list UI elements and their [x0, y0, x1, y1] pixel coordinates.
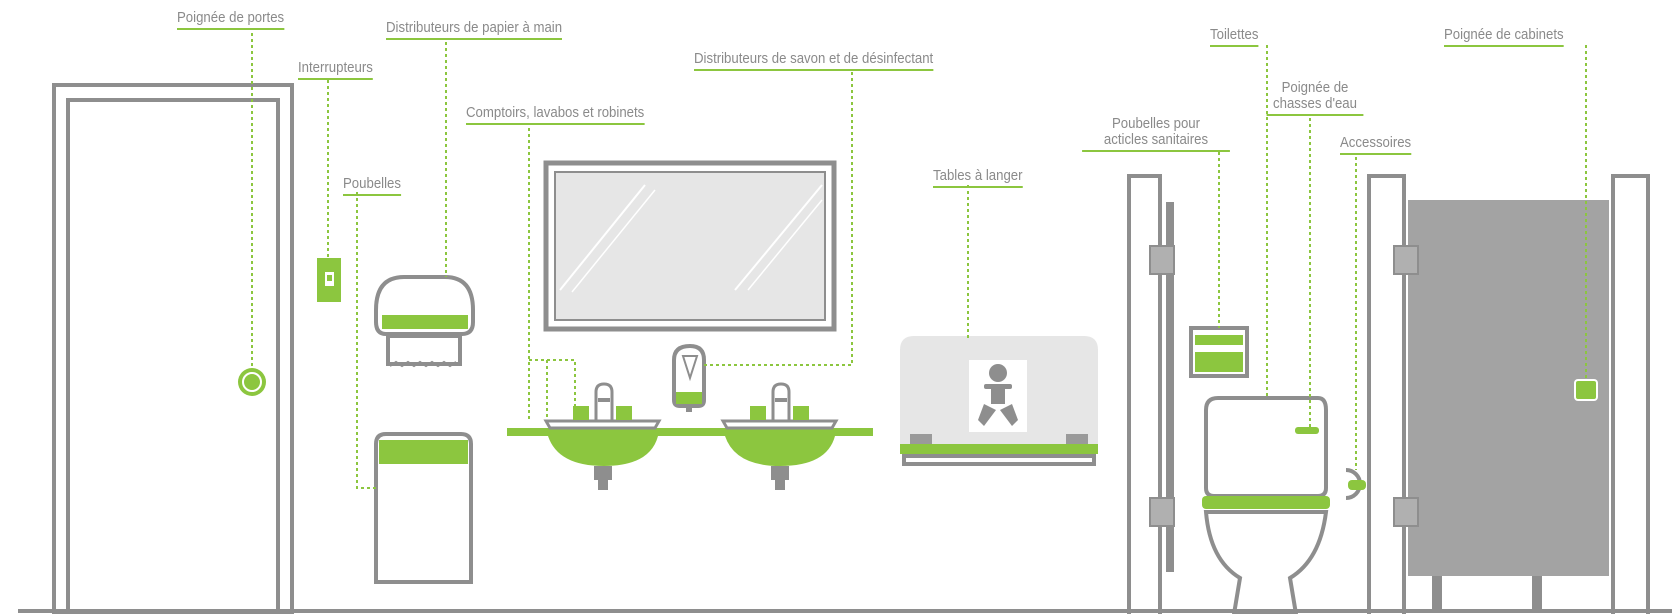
label-cabinet-handles: Poignée de cabinets: [1444, 27, 1564, 47]
door-knob-icon: [238, 368, 266, 396]
label-paper-towel-dispensers: Distributeurs de papier à main: [386, 20, 563, 40]
label-accessories: Accessoires: [1340, 135, 1412, 155]
label-bins: Poubelles: [343, 176, 401, 196]
toilet-paper-holder: [1345, 468, 1366, 500]
sink-left: [543, 382, 662, 490]
mirror: [543, 160, 837, 332]
leader-lines: [251, 33, 1587, 489]
counter: [507, 428, 873, 436]
soap-dispenser: [672, 343, 706, 412]
label-flush-handles: Poignée de chasses d'eau: [1266, 79, 1364, 116]
label-soap-sanitizer-dispensers: Distributeurs de savon et de désinfectan…: [694, 51, 934, 71]
label-counters-sinks-faucets: Comptoirs, lavabos et robinets: [466, 105, 645, 125]
label-flush-handles-line1: Poignée de: [1281, 79, 1349, 96]
door: [52, 83, 294, 614]
light-switch-icon: [317, 258, 341, 302]
label-sanitary-bins-line2: acticles sanitaires: [1103, 131, 1209, 148]
stall-divider-left: [1127, 174, 1175, 614]
label-sanitary-bins-line1: Poubelles pour: [1111, 115, 1201, 132]
label-toilets: Toilettes: [1210, 27, 1259, 47]
trash-bin: [374, 432, 473, 584]
baby-icon: [969, 360, 1027, 432]
toilet: [1202, 396, 1330, 614]
label-sanitary-bins: Poubelles pour acticles sanitaires: [1082, 116, 1230, 152]
sanitary-bin: [1189, 326, 1249, 378]
label-flush-handles-line2: chasses d'eau: [1273, 95, 1357, 112]
label-changing-tables: Tables à langer: [933, 168, 1023, 188]
label-switches: Interrupteurs: [298, 60, 373, 80]
paper-towel-dispenser: [374, 275, 475, 368]
sink-right: [720, 382, 839, 490]
toilet-stall: [1367, 174, 1650, 614]
label-door-handles: Poignée de portes: [177, 10, 285, 30]
